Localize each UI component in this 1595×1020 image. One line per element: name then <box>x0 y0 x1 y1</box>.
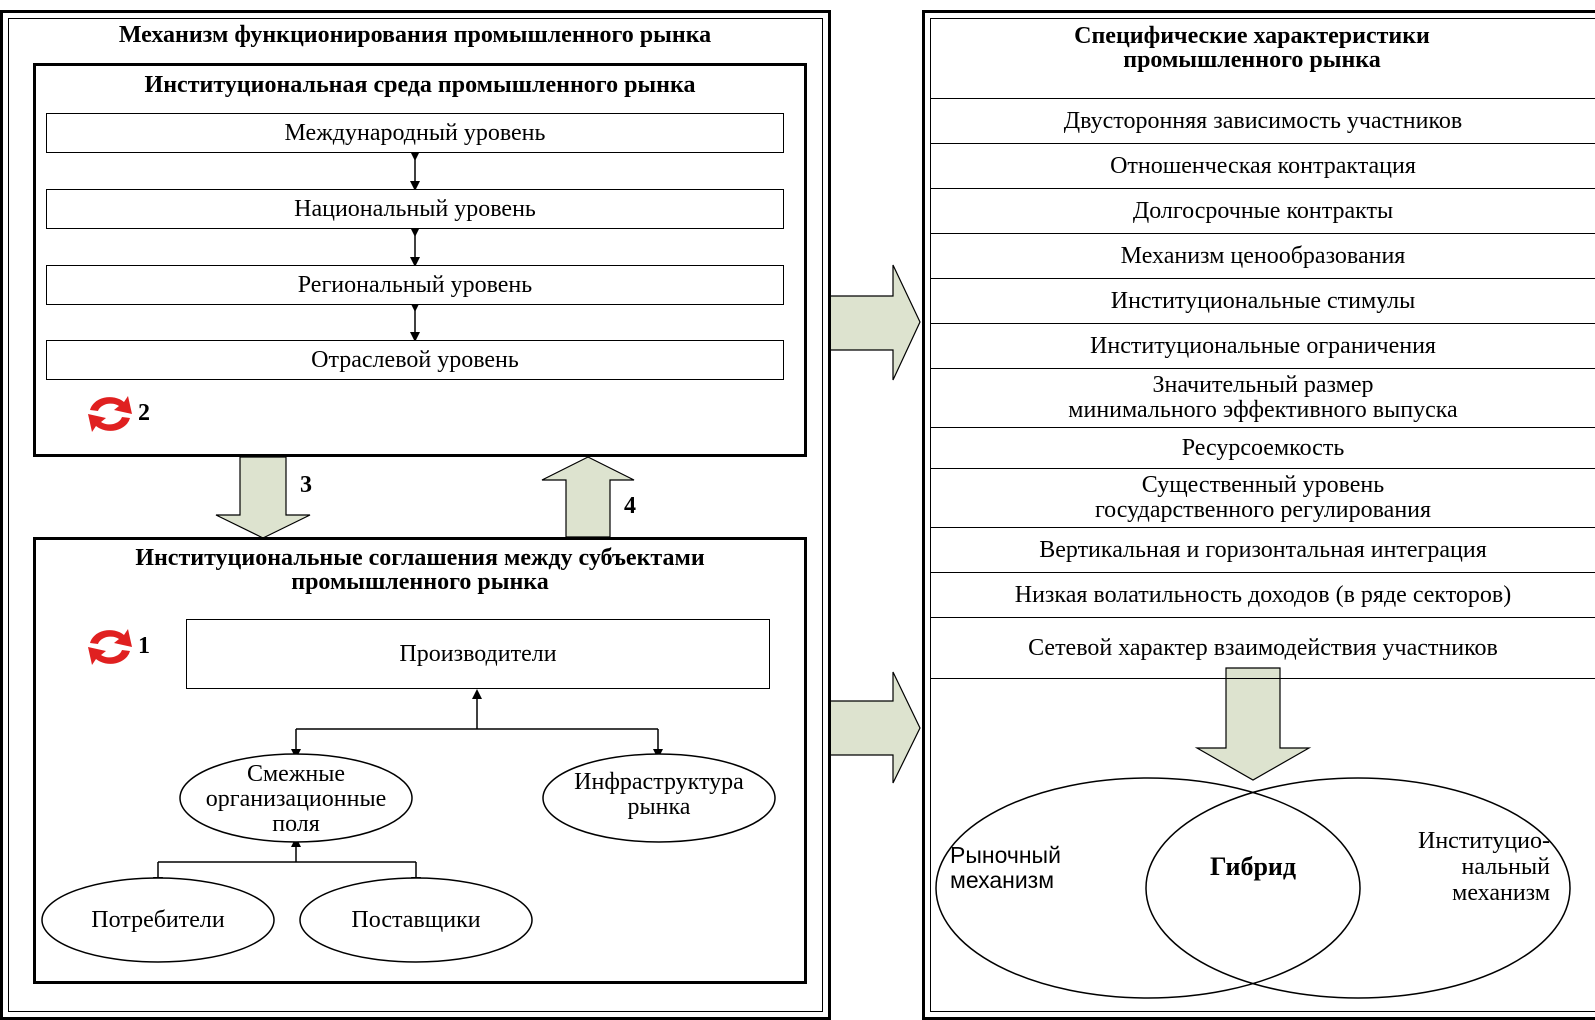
char-text: минимального эффективного выпуска <box>1068 397 1458 423</box>
suppliers-ellipse <box>299 877 533 963</box>
level-national: Национальный уровень <box>46 189 784 229</box>
level-international: Международный уровень <box>46 113 784 153</box>
adjacent-fields-ellipse <box>179 753 413 843</box>
market-line1: Рыночный <box>950 842 1061 868</box>
adjacent-line1: Смежные <box>246 761 346 787</box>
institutional-mechanism-ellipse <box>1145 777 1571 999</box>
right-title-line2: промышленного рынка <box>1123 47 1381 73</box>
institutional-line2: нальный <box>1461 854 1550 880</box>
left-panel-title: Механизм функционирования промышленного … <box>118 22 712 48</box>
right-panel-title: Специфические характеристики промышленно… <box>932 24 1572 94</box>
producers-connectors <box>291 689 663 759</box>
adjacent-line3: поля <box>272 811 320 837</box>
env-box <box>33 63 807 457</box>
env-title: Институциональная среда промышленного ры… <box>144 72 696 98</box>
char-text: Долгосрочные контракты <box>1132 197 1394 224</box>
market-mechanism-label: Рыночный механизм <box>950 843 1061 893</box>
arrow-up-label: 4 <box>624 493 636 519</box>
char-text: государственного регулирования <box>1094 497 1432 523</box>
market-mechanism-ellipse <box>935 777 1361 999</box>
char-text: Институциональные стимулы <box>1110 287 1416 314</box>
char-text: Ресурсоемкость <box>1181 434 1345 461</box>
arrow-down-hybrid <box>1194 667 1312 781</box>
left-panel-inner <box>8 18 823 1012</box>
char-text: Механизм ценообразования <box>1120 242 1406 269</box>
right-panel-inner <box>930 18 1595 1012</box>
char-row: Низкая волатильность доходов (в ряде сек… <box>931 572 1595 617</box>
left-panel-outer <box>0 10 831 1020</box>
institutional-line3: механизм <box>1452 880 1550 906</box>
char-row: Ресурсоемкость <box>931 427 1595 468</box>
char-text: Вертикальная и горизонтальная интеграция <box>1039 536 1487 563</box>
env-cycle-number: 2 <box>138 400 150 426</box>
cycle-icon <box>88 629 132 665</box>
agreements-box <box>33 537 807 984</box>
arrow-up-4 <box>541 456 635 538</box>
char-row: Двусторонняя зависимость участников <box>931 98 1595 143</box>
institutional-line1: Институцио- <box>1417 828 1550 854</box>
char-text: Существенный уровень <box>1141 472 1385 498</box>
char-text: Низкая волатильность доходов (в ряде сек… <box>1014 581 1512 608</box>
right-panel-outer <box>922 10 1595 1020</box>
char-row: Сетевой характер взаимодействия участник… <box>931 617 1595 679</box>
hybrid-label: Гибрид <box>1209 852 1297 881</box>
agreements-title-line1: Институциональные соглашения между субъе… <box>135 545 705 571</box>
char-row: Институциональные стимулы <box>931 278 1595 323</box>
adjacent-fields-label: Смежные организационные поля <box>180 762 412 837</box>
market-line2: механизм <box>950 867 1055 893</box>
char-row: Механизм ценообразования <box>931 233 1595 278</box>
characteristics-list: Двусторонняя зависимость участников Отно… <box>931 98 1595 679</box>
level-regional: Региональный уровень <box>46 265 784 305</box>
right-title-line1: Специфические характеристики <box>1074 23 1430 49</box>
arrow-right-top <box>829 264 921 381</box>
level-industry: Отраслевой уровень <box>46 340 784 380</box>
institutional-mechanism-label: Институцио- нальный механизм <box>1380 828 1550 906</box>
char-row: Вертикальная и горизонтальная интеграция <box>931 527 1595 572</box>
arrow-down-3 <box>215 456 311 539</box>
producers-label: Производители <box>399 640 557 667</box>
infrastructure-label: Инфраструктура рынка <box>543 770 775 820</box>
arrow-down-label: 3 <box>300 472 312 498</box>
agreements-title-line2: промышленного рынка <box>291 569 549 595</box>
char-text: Отношенческая контрактация <box>1110 152 1416 179</box>
agreements-title: Институциональные соглашения между субъе… <box>36 546 804 598</box>
char-text: Двусторонняя зависимость участников <box>1063 107 1463 134</box>
suppliers-label: Поставщики <box>351 906 481 933</box>
agreements-cycle-number: 1 <box>138 633 150 659</box>
infrastructure-line2: рынка <box>627 794 691 820</box>
char-text: Значительный размер <box>1152 372 1374 398</box>
char-row: Отношенческая контрактация <box>931 143 1595 188</box>
cycle-icon <box>88 396 132 432</box>
char-text: Сетевой характер взаимодействия участник… <box>1028 634 1498 661</box>
producers-box: Производители <box>186 619 770 689</box>
char-row: Долгосрочные контракты <box>931 188 1595 233</box>
char-text: Институциональные ограничения <box>1090 332 1436 359</box>
infrastructure-ellipse <box>542 753 776 843</box>
char-row: Институциональные ограничения <box>931 323 1595 368</box>
consumers-label: Потребители <box>91 906 225 933</box>
consumers-ellipse <box>41 877 275 963</box>
arrow-right-bottom <box>829 671 921 784</box>
infrastructure-line1: Инфраструктура <box>574 769 744 795</box>
adjacent-line2: организационные <box>205 786 387 812</box>
